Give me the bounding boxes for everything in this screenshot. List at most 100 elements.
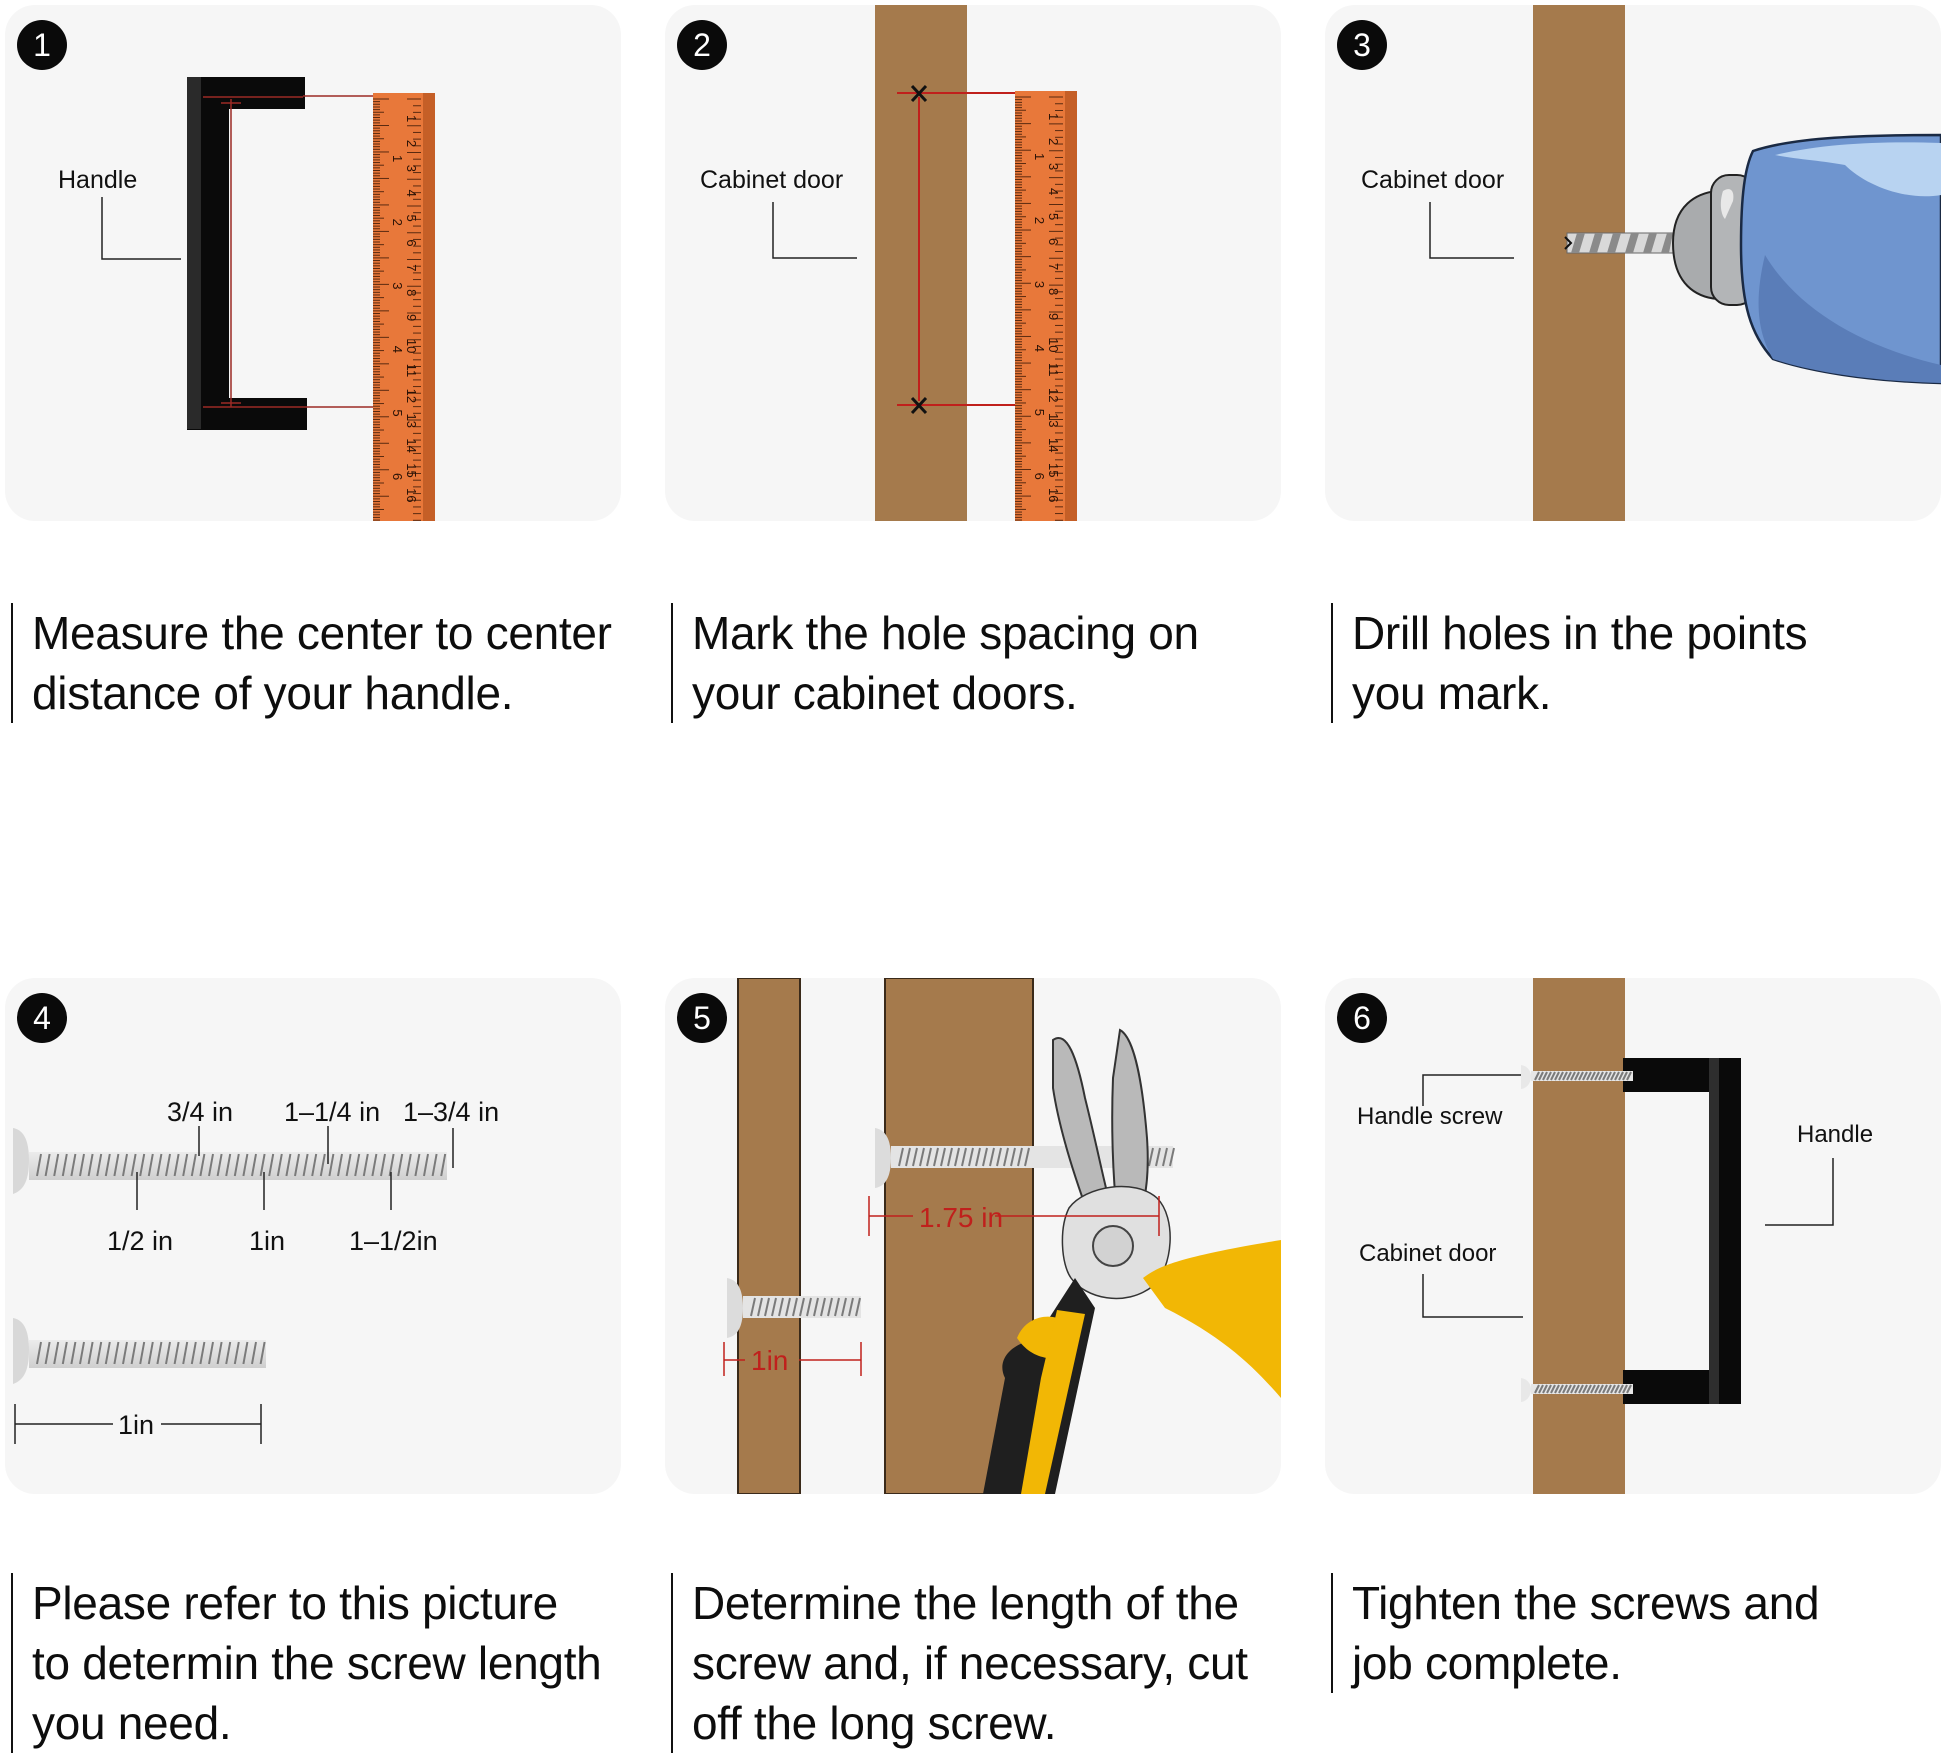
ruler-cm-label: 12: [404, 389, 419, 403]
ruler-cm-label: 4: [404, 190, 419, 197]
step-5-panel: 5 1.75 in: [665, 978, 1281, 1494]
length-label-3-4: 3/4 in: [167, 1097, 233, 1127]
ruler-inch-label: 3: [1032, 281, 1047, 288]
ruler-inch-label: 6: [390, 473, 405, 480]
ruler-inch-label: 5: [390, 409, 405, 416]
step-number-badge: 1: [17, 20, 67, 70]
length-label-1-1-2: 1–1/2in: [349, 1226, 438, 1256]
ruler-cm-label: 1: [404, 115, 419, 122]
caption-line: Tighten the screws and: [1352, 1577, 1820, 1629]
ruler-cm-label: 5: [404, 215, 419, 222]
ruler-cm-label: 4: [1046, 188, 1061, 195]
handle-label: Handle: [58, 166, 137, 194]
step-3-caption: Drill holes in the points you mark.: [1331, 603, 1946, 723]
ruler-inch-label: 3: [390, 282, 405, 289]
ruler-cm-label: 6: [404, 239, 419, 246]
short-measure-line: [723, 1342, 862, 1376]
step-6-illustration: Handle screw Cabinet door Handle: [1357, 978, 1873, 1494]
length-label-1-2: 1/2 in: [107, 1226, 173, 1256]
short-measure-label: 1in: [751, 1345, 788, 1376]
step-4-illustration: 3/4 in 1–1/4 in 1–3/4 in 1/2 in 1in 1–1/…: [13, 1097, 499, 1444]
step-number-badge: 5: [677, 993, 727, 1043]
caption-line: job complete.: [1352, 1637, 1622, 1689]
ruler-inch-label: 4: [1032, 345, 1047, 352]
ruler-cm-label: 6: [1046, 238, 1061, 245]
caption-line: Please refer to this picture: [32, 1577, 558, 1629]
ruler-cm-label: 7: [1046, 263, 1061, 270]
ruler-cm-label: 8: [1046, 288, 1061, 295]
ruler-cm-label: 16: [404, 488, 419, 502]
ruler-cm-label: 3: [1046, 163, 1061, 170]
ruler-inch-label: 2: [1032, 217, 1047, 224]
pliers-icon: [983, 1028, 1281, 1494]
caption-line: Mark the hole spacing on: [692, 607, 1199, 659]
ruler-cm-label: 12: [1046, 388, 1061, 402]
thin-cabinet-door: [737, 978, 801, 1494]
ruler-cm-label: 8: [404, 289, 419, 296]
ruler-cm-label: 13: [404, 414, 419, 428]
cabinet-door-label: Cabinet door: [700, 166, 843, 194]
short-screw-dimension: [14, 1404, 262, 1444]
ruler-inch-label: 5: [1032, 409, 1047, 416]
ruler-cm-label: 10: [404, 339, 419, 353]
ruler-inch-label: 2: [390, 219, 405, 226]
cabinet-door-leader-line: [772, 202, 857, 259]
ruler-cm-label: 3: [404, 165, 419, 172]
ruler-cm-label: 11: [1046, 363, 1061, 377]
center-measure-lines: [203, 95, 373, 408]
ruler-cm-label: 16: [1046, 488, 1061, 502]
length-label-1-3-4: 1–3/4 in: [403, 1097, 499, 1127]
caption-line: to determin the screw length: [32, 1637, 602, 1689]
step-number-badge: 4: [17, 993, 67, 1043]
ruler-cm-label: 1: [1046, 113, 1061, 120]
long-measure-line: [868, 1196, 1160, 1236]
ruler-cm-label: 10: [1046, 338, 1061, 352]
ruler-inch-label: 6: [1032, 473, 1047, 480]
cabinet-door: [875, 5, 967, 521]
step-6-panel: 6 Handle screw Cabinet door Handle: [1325, 978, 1941, 1494]
long-screw-icon: [13, 1128, 447, 1194]
caption-line: off the long screw.: [692, 1697, 1057, 1749]
step-4-panel: 4 3/4 in 1–1/4 in 1–3/4 in 1/2 in 1in 1–…: [5, 978, 621, 1494]
short-screw-label: 1in: [118, 1410, 154, 1440]
step-3-illustration: Cabinet door: [1361, 5, 1941, 521]
ruler-cm-label: 2: [1046, 138, 1061, 145]
cabinet-door: [1533, 978, 1625, 1494]
long-screw-icon: [875, 1128, 1175, 1188]
ruler-inch-label: 1: [1032, 153, 1047, 160]
step-4-caption: Please refer to this picture to determin…: [11, 1573, 632, 1753]
step-3-panel: 3 Cabinet door: [1325, 5, 1941, 521]
step-number-badge: 3: [1337, 20, 1387, 70]
handle-leader-line: [1765, 1158, 1834, 1226]
caption-line: screw and, if necessary, cut: [692, 1637, 1248, 1689]
caption-line: Measure the center to center: [32, 607, 612, 659]
handle-icon: [187, 77, 307, 430]
short-screw-icon: [13, 1318, 266, 1384]
ruler-cm-label: 9: [404, 314, 419, 321]
step-6-caption: Tighten the screws and job complete.: [1331, 1573, 1946, 1693]
caption-line: distance of your handle.: [32, 667, 514, 719]
measure-ticks: [136, 1126, 454, 1210]
ruler-cm-label: 5: [1046, 213, 1061, 220]
cabinet-door-label: Cabinet door: [1359, 1240, 1496, 1267]
caption-line: Determine the length of the: [692, 1577, 1239, 1629]
length-label-1: 1in: [249, 1226, 285, 1256]
caption-line: you mark.: [1352, 667, 1552, 719]
cabinet-door-leader-line: [1422, 1274, 1523, 1318]
x-mark-icon: [910, 84, 928, 415]
ruler-cm-label: 15: [404, 463, 419, 477]
ruler-inch-label: 4: [390, 346, 405, 353]
handle-icon: [1623, 1058, 1741, 1404]
ruler-cm-label: 14: [404, 438, 419, 452]
cabinet-door-label: Cabinet door: [1361, 166, 1504, 194]
step-5-caption: Determine the length of the screw and, i…: [671, 1573, 1292, 1753]
length-label-1-1-4: 1–1/4 in: [284, 1097, 380, 1127]
handle-screw-label: Handle screw: [1357, 1103, 1503, 1130]
screw-threads: [1534, 1071, 1632, 1394]
handle-screw-leader-line: [1422, 1074, 1521, 1106]
